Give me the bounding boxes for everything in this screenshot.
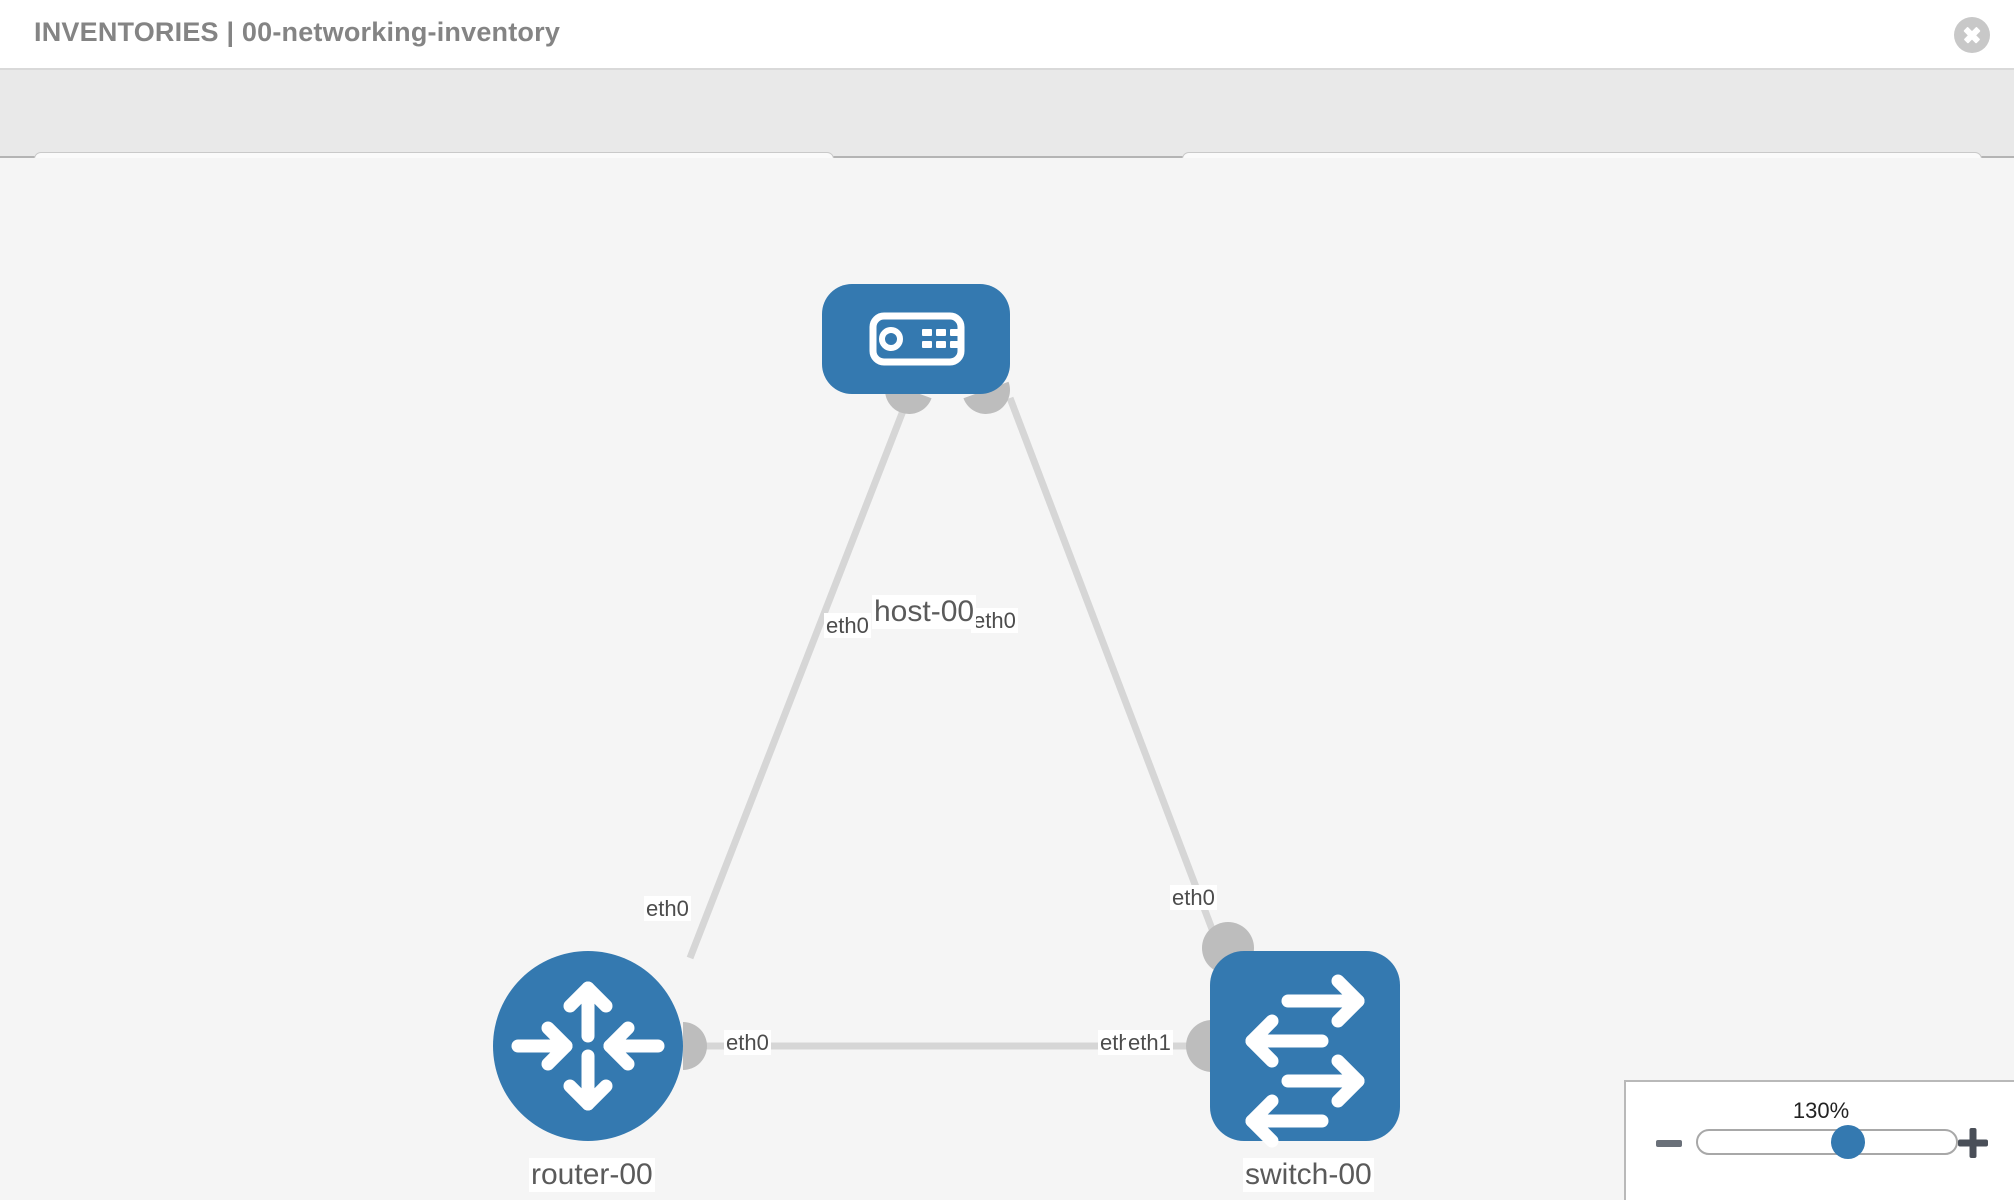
port-host-right	[963, 381, 1010, 414]
interface-label: eth0	[1170, 885, 1217, 911]
zoom-control-panel: 130%	[1624, 1080, 2014, 1200]
node-router-00	[493, 951, 683, 1141]
link-host-router	[686, 396, 912, 960]
topology-ports	[683, 381, 1254, 1072]
host-icon	[869, 312, 965, 366]
switch-icon	[1245, 974, 1365, 1148]
close-icon[interactable]	[1954, 17, 1990, 53]
port-router-right	[683, 1022, 707, 1070]
link-host-switch	[1006, 396, 1227, 960]
page-title: INVENTORIES | 00-networking-inventory	[34, 17, 561, 47]
node-host-00	[822, 284, 1010, 394]
interface-label: eth0	[824, 613, 871, 639]
node-label-host: host-00	[872, 595, 977, 629]
node-label-switch: switch-00	[1243, 1158, 1374, 1192]
interface-label: eth0	[644, 896, 691, 922]
zoom-out-button[interactable]	[1656, 1140, 1682, 1147]
router-icon	[511, 981, 665, 1111]
topology-canvas[interactable]: eth0 eth0 eth0 eth0 eth0 eth0 eth1 host-…	[0, 158, 2014, 1200]
zoom-in-button[interactable]	[1958, 1128, 1988, 1158]
interface-label: eth0	[971, 608, 1018, 634]
node-label-router: router-00	[529, 1158, 655, 1192]
interface-label: eth0	[724, 1030, 771, 1056]
page-header: INVENTORIES | 00-networking-inventory	[0, 0, 2014, 70]
node-switch-00	[1210, 951, 1400, 1148]
topology-links	[686, 396, 1227, 1050]
topology-graph: eth0 eth0 eth0 eth0 eth0 eth0 eth1 host-…	[0, 158, 2014, 1200]
interface-label: eth1	[1126, 1030, 1173, 1056]
host-icon-led	[879, 327, 903, 351]
toolbar: ACTIONS SEARCH	[0, 70, 2014, 205]
zoom-slider[interactable]	[1696, 1125, 1958, 1159]
zoom-percent-label: 130%	[1792, 1098, 1850, 1123]
host-icon-grid	[922, 329, 960, 348]
zoom-slider-handle[interactable]	[1830, 1125, 1865, 1159]
